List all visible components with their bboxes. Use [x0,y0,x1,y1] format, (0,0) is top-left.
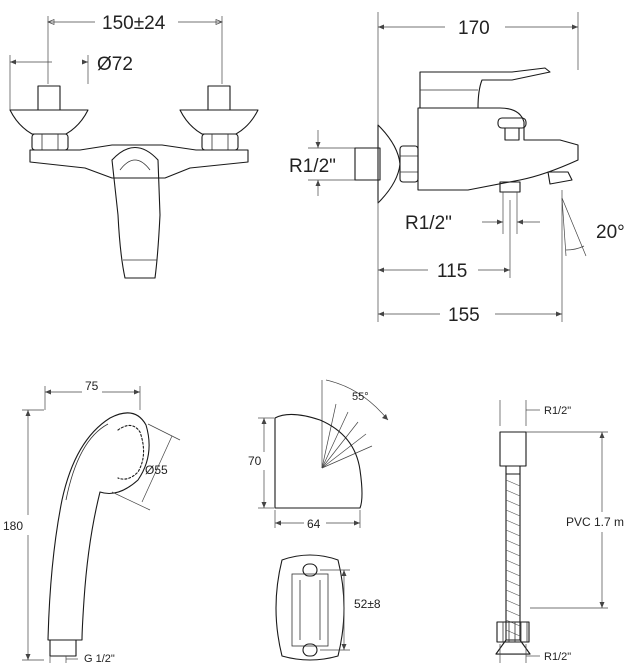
dim-head-label: Ø55 [145,463,168,477]
dim-centers-label: 150±24 [102,13,166,34]
holder-width-label: 64 [307,517,321,531]
hose-view: R1/2" PVC 1.7 m R1/2" [495,400,624,663]
faucet-side-view: 170 R1/2" R1/2" [289,12,625,326]
dim-depth-outer-label: 155 [448,305,480,326]
faucet-front-view: 150±24 Ø72 [9,13,259,279]
holder-angle-label: 55° [352,391,369,403]
holder-spacing-label: 52±8 [354,597,381,611]
hand-shower-view: 75 180 Ø55 G 1/2" [3,379,181,663]
dim-inlet-label: R1/2" [289,156,336,177]
dim-height-label: 170 [458,18,490,39]
holder-view: 55° 70 64 52±8 [248,379,389,661]
dim-outlet-label: R1/2" [405,213,452,234]
hose-top-label: R1/2" [544,405,571,417]
dim-thread-label: G 1/2" [84,653,115,663]
dim-width-label: 75 [85,379,99,393]
dim-flange-label: Ø72 [97,54,133,75]
dim-length-label: 180 [3,519,23,533]
dim-angle-label: 20° [596,222,625,243]
hose-length-label: PVC 1.7 m [566,515,624,529]
holder-height-label: 70 [248,454,262,468]
dim-depth-inner-label: 115 [437,261,467,282]
hose-bottom-label: R1/2" [544,651,571,663]
